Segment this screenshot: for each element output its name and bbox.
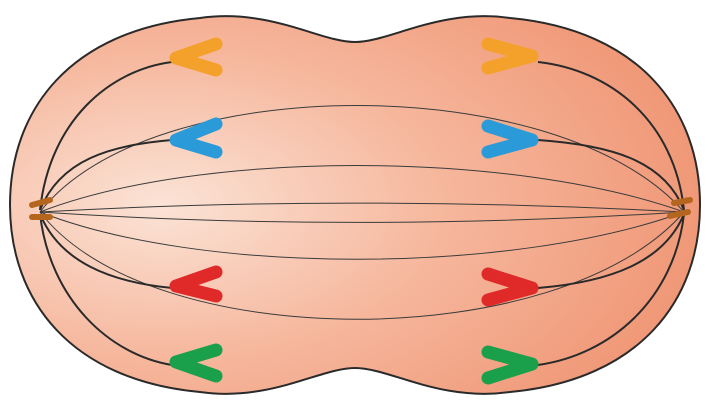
cell-membrane bbox=[10, 16, 700, 394]
